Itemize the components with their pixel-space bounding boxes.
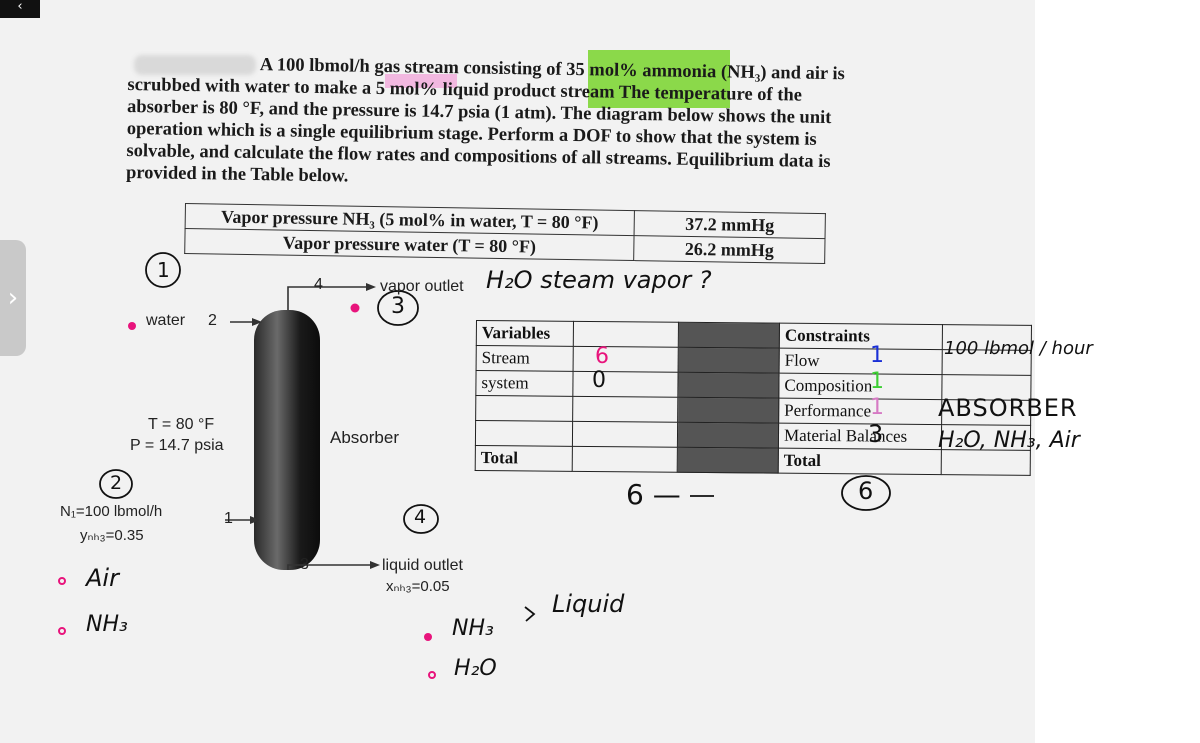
absorber-column <box>254 310 320 570</box>
circle-number-3: 3 <box>391 294 405 319</box>
circle-annotation <box>145 252 181 288</box>
brace-mark <box>524 606 536 622</box>
circle-annotation <box>403 504 439 534</box>
system-value: 0 <box>592 368 606 393</box>
circle-annotation <box>99 469 133 499</box>
chevron-right-icon: › <box>7 283 19 313</box>
table-cell: Total <box>778 448 942 475</box>
side-nav-tab[interactable]: › <box>0 240 26 356</box>
bullet-dot <box>350 303 360 313</box>
liquid-note: Liquid <box>552 590 625 618</box>
vapor-outlet-label: vapor outlet <box>380 278 464 295</box>
stream-number-1: 1 <box>224 510 233 527</box>
table-cell: Flow <box>779 348 943 375</box>
table-cell: Stream <box>476 345 574 372</box>
table-cell <box>677 447 779 474</box>
bullet-ring <box>428 671 436 679</box>
table-cell: system <box>475 370 574 397</box>
arrow-icon <box>252 318 262 326</box>
nh3-note-bottom: NH₃ <box>452 616 494 641</box>
green-highlight <box>588 50 730 108</box>
side-note-flow: 100 lbmol / hour <box>944 338 1093 359</box>
material-balance-value: 3 <box>868 420 884 448</box>
variables-total-value: 6 — <box>626 478 681 511</box>
liquid-outlet-label: liquid outlet <box>382 557 463 574</box>
absorber-label: Absorber <box>330 428 399 447</box>
feed-composition-label: yₙₕ₃=0.35 <box>80 527 144 544</box>
circle-number-2: 2 <box>110 472 123 494</box>
temperature-label: T = 80 °F <box>148 416 215 433</box>
back-button[interactable]: ‹ <box>0 0 40 18</box>
constraints-total-value: 6 <box>858 477 874 505</box>
pressure-label: P = 14.7 psia <box>130 437 224 454</box>
circle-number-1: 1 <box>157 258 170 282</box>
side-note-components: H₂O, NH₃, Air <box>938 428 1080 453</box>
liquid-composition-label: xₙₕ₃=0.05 <box>386 578 450 595</box>
steam-note: H₂O steam vapor ? <box>486 266 712 294</box>
composition-value: 1 <box>870 369 884 394</box>
table-cell <box>572 421 678 448</box>
chevron-left-icon: ‹ <box>17 0 23 14</box>
stream-value: 6 <box>595 344 609 369</box>
bullet-ring <box>58 627 66 635</box>
table-cell <box>941 449 1031 476</box>
stream-number-3: 3 <box>300 556 309 573</box>
table-cell <box>475 420 573 447</box>
redacted-text <box>134 55 256 75</box>
table-cell <box>572 371 679 398</box>
arrow-icon <box>366 283 376 291</box>
table-cell <box>677 422 779 449</box>
circle-annotation <box>377 290 419 326</box>
side-note-absorber: ABSORBER <box>938 394 1078 422</box>
table-cell: Variables <box>476 320 574 347</box>
bullet-dot <box>424 633 432 641</box>
table-cell <box>677 372 780 399</box>
water-label: water <box>146 312 186 329</box>
liquid-line <box>287 564 372 570</box>
stream-number-4: 4 <box>314 276 323 293</box>
circle-number-4: 4 <box>414 506 427 528</box>
table-cell <box>677 397 779 424</box>
table-cell: Material Balances <box>778 423 942 450</box>
table-cell <box>475 395 573 422</box>
table-cell: Constraints <box>779 323 943 350</box>
air-note: Air <box>86 564 119 592</box>
arrow-icon <box>370 561 380 569</box>
bullet-dot <box>128 322 136 330</box>
performance-value: 1 <box>870 395 884 420</box>
circle-annotation <box>841 475 891 511</box>
table-cell: Performance <box>778 398 942 425</box>
arrow-icon <box>250 516 260 524</box>
stream-number-2: 2 <box>208 312 217 329</box>
flow-value: 1 <box>870 343 884 368</box>
vapor-line <box>287 286 368 310</box>
table-cell <box>678 347 780 374</box>
table-cell <box>573 321 679 348</box>
bullet-ring <box>58 577 66 585</box>
h2o-note-bottom: H₂O <box>454 656 497 681</box>
table-cell: Total <box>475 445 573 472</box>
table-cell <box>572 396 678 423</box>
table-cell: Composition <box>778 373 943 400</box>
pink-highlight <box>385 74 457 88</box>
table-cell <box>573 346 679 373</box>
right-pane <box>1035 0 1200 743</box>
feed-flow-label: N₁=100 lbmol/h <box>60 503 163 520</box>
absorber-diagram <box>58 252 891 679</box>
nh3-note: NH₃ <box>86 612 128 637</box>
table-cell <box>678 322 780 349</box>
table-cell <box>572 446 678 473</box>
